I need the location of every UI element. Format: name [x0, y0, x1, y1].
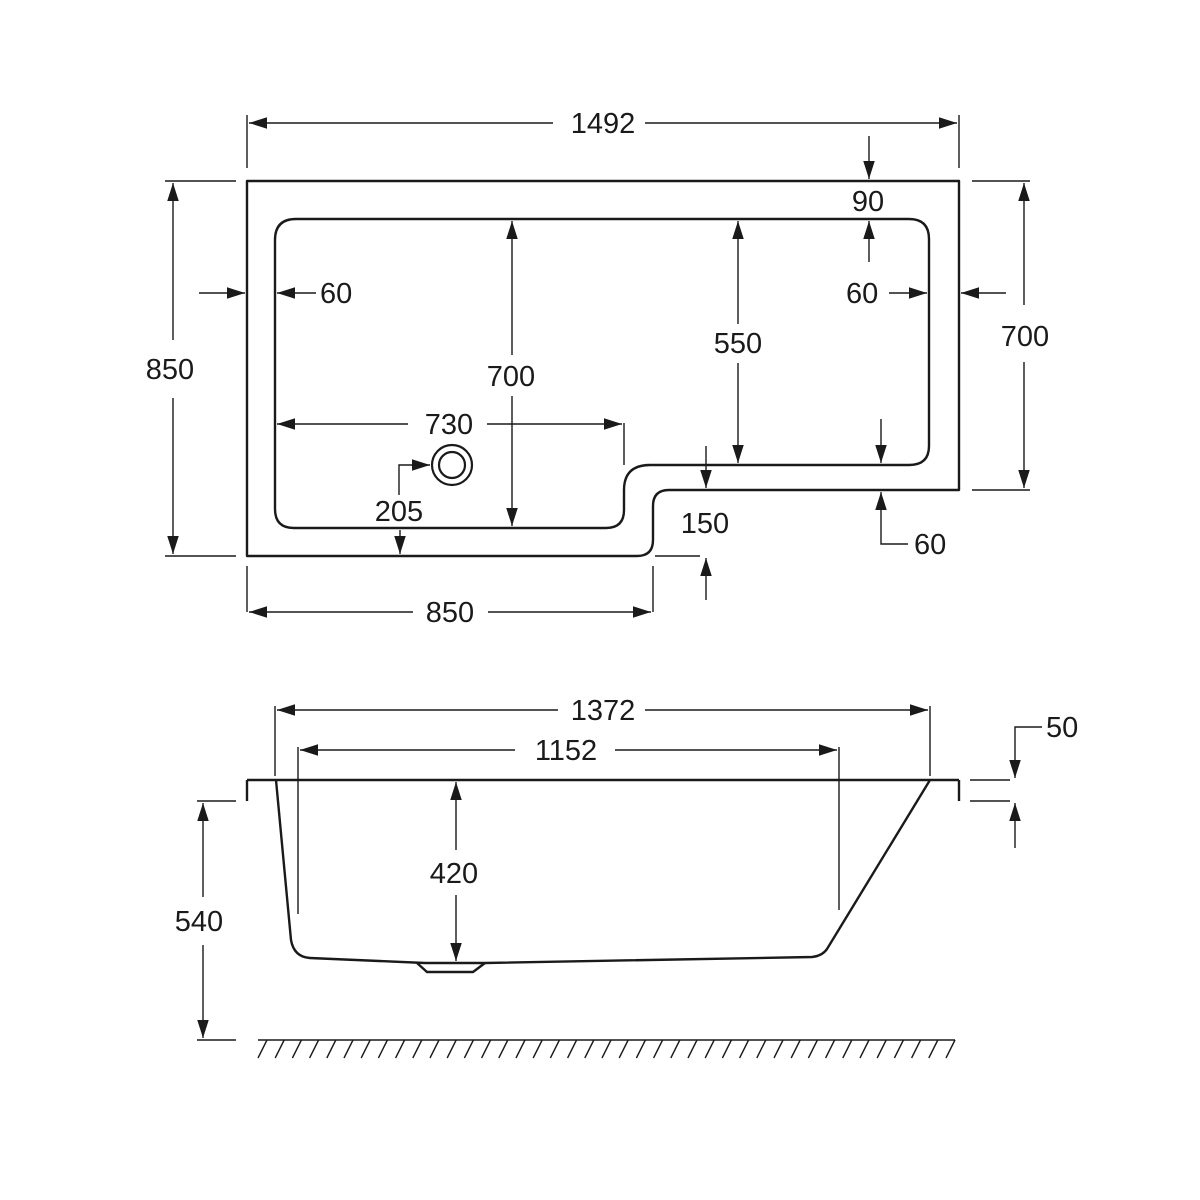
- floor-hatch-tick: [326, 1039, 337, 1059]
- floor-hatch-tick: [738, 1039, 750, 1059]
- floor-hatch-tick: [876, 1039, 887, 1059]
- dim-rim-top: 90: [852, 186, 884, 218]
- dim-short-end-width: 700: [1001, 321, 1049, 353]
- dim-wide-end-length: 850: [426, 597, 474, 629]
- plan-extension-lines: [165, 115, 1030, 612]
- floor-hatch-tick: [670, 1039, 681, 1059]
- dim-overall-width: 850: [146, 354, 194, 386]
- floor-hatch-tick: [360, 1039, 371, 1059]
- floor-hatch-tick: [601, 1039, 612, 1059]
- floor-hatch-tick: [704, 1039, 715, 1059]
- dim-top-length: 1372: [571, 695, 636, 727]
- floor-hatch-tick: [893, 1039, 905, 1059]
- waste-outlet-inner: [437, 450, 467, 480]
- floor-hatch-tick: [498, 1039, 509, 1059]
- dim-waste-offset: 205: [375, 496, 423, 528]
- floor-hatch-tick: [515, 1039, 526, 1059]
- floor-hatch-tick: [910, 1039, 922, 1059]
- bath-elevation-profile: [274, 779, 932, 965]
- floor-hatch-tick: [756, 1039, 767, 1059]
- waste-trap: [416, 962, 486, 974]
- floor-hatch-tick: [343, 1039, 354, 1059]
- floor-hatch-tick: [687, 1039, 698, 1059]
- floor-hatch-tick: [807, 1039, 819, 1059]
- bath-plan-outline: [245, 179, 961, 558]
- dim-wide-section-length: 730: [425, 409, 473, 441]
- dim-rim-height-leader: [1009, 726, 1042, 778]
- floor-hatch-tick: [308, 1039, 320, 1059]
- floor-hatch-tick: [429, 1039, 440, 1059]
- dim-inner-width: 700: [487, 361, 535, 393]
- floor-hatch-tick: [618, 1039, 629, 1059]
- floor-hatch-tick: [446, 1039, 457, 1059]
- floor-hatch-tick: [928, 1039, 939, 1059]
- floor-hatch-tick: [257, 1039, 268, 1059]
- floor-hatch-tick: [945, 1039, 956, 1059]
- floor-hatch-tick: [532, 1039, 543, 1059]
- dim-overall-height: 540: [175, 906, 223, 938]
- floor-hatch-tick: [549, 1039, 561, 1059]
- dim-depth: 420: [430, 858, 478, 890]
- side-elevation: 1372 1152 420 540 50: [175, 695, 1078, 1059]
- floor-hatch-tick: [480, 1039, 492, 1059]
- dim-rim-front: 60: [914, 529, 946, 561]
- dim-rim-height: 50: [1046, 712, 1078, 744]
- floor-hatch-tick: [412, 1039, 423, 1059]
- floor-hatch-tick: [652, 1039, 664, 1059]
- floor-hatch-tick: [773, 1039, 784, 1059]
- plan-view: 1492 850 700 60 60 90 700 550 730: [146, 108, 1049, 629]
- floor-hatch-tick: [584, 1039, 595, 1059]
- dim-inner-short-width: 550: [714, 328, 762, 360]
- dim-rim-left: 60: [320, 278, 352, 310]
- basin-inner-outline: [273, 217, 931, 530]
- floor-hatch-tick: [721, 1039, 733, 1059]
- floor-hatch-tick: [824, 1039, 836, 1059]
- floor-hatching: [257, 1039, 956, 1059]
- floor-hatch-tick: [274, 1039, 285, 1059]
- waste-outlet-outer: [430, 443, 474, 487]
- dim-step-depth: 150: [681, 508, 729, 540]
- dim-rim-right: 60: [846, 278, 878, 310]
- waste-leader-line: [398, 459, 430, 495]
- floor-hatch-tick: [790, 1039, 801, 1059]
- floor-hatch-tick: [291, 1039, 303, 1059]
- floor-hatch-tick: [635, 1039, 647, 1059]
- dim-base-length: 1152: [535, 735, 597, 767]
- floor-hatch-tick: [377, 1039, 389, 1059]
- floor-hatch-tick: [463, 1039, 475, 1059]
- floor-hatch-tick: [842, 1039, 853, 1059]
- floor-hatch-tick: [566, 1039, 578, 1059]
- dim-rim-front-leader: [875, 492, 908, 545]
- floor-hatch-tick: [859, 1039, 870, 1059]
- dim-overall-length: 1492: [571, 108, 636, 140]
- floor-hatch-tick: [394, 1039, 406, 1059]
